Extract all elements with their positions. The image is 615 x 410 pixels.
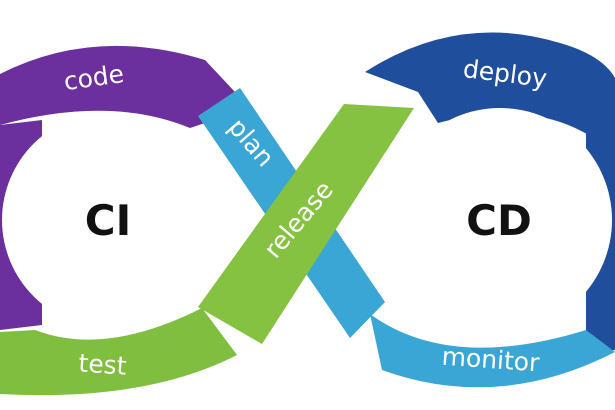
code-segment — [0, 45, 250, 129]
deploy-segment — [365, 32, 615, 155]
monitor-segment — [370, 314, 615, 388]
release-segment — [198, 104, 414, 344]
test-label: test — [78, 348, 128, 380]
monitor-label: monitor — [441, 342, 541, 378]
cd-label: CD — [466, 196, 532, 245]
test-segment — [0, 308, 237, 396]
ci-label: CI — [85, 196, 131, 245]
ci-inner-circle — [2, 112, 218, 328]
cd-inner-circle — [388, 108, 612, 332]
